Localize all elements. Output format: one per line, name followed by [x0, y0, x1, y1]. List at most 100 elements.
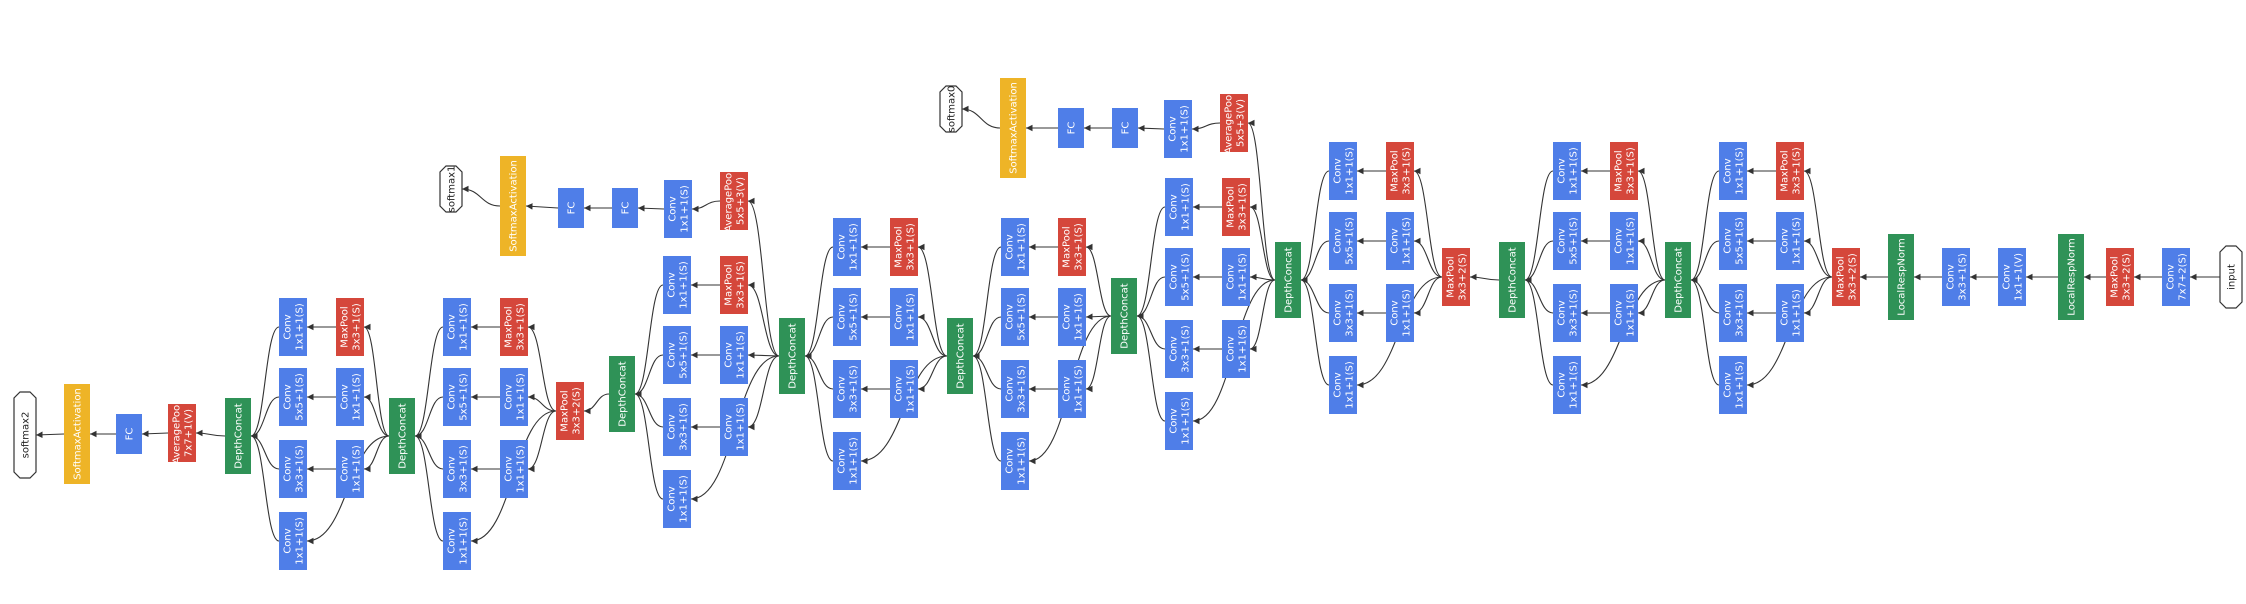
edge-inception-3a-depthconcat-to-inception-3b-conv1x1-reduce-a	[1637, 237, 1666, 281]
inception-5a-conv1x1-proj-box	[443, 298, 471, 356]
inception-5b-conv3x3-box	[279, 440, 307, 498]
inception-5b-conv5x5-label: Conv5x5+1(S)	[283, 373, 306, 421]
edge-inception-4a-conv1x1-proj-to-inception-4a-depthconcat	[1300, 170, 1330, 284]
aux1-avgpool: AveragePool5x5+3(V)	[720, 170, 748, 232]
edge-aux0-avgpool-to-aux0-conv	[1191, 122, 1221, 133]
inception-4c-maxpool3x3-box	[1058, 218, 1086, 276]
inception-5b-conv5x5: Conv5x5+1(S)	[279, 368, 307, 426]
inception-4e-conv3x3-label: Conv3x3+1(S)	[667, 403, 690, 451]
inception-4b-conv1x1-label: Conv1x1+1(S)	[1169, 397, 1192, 445]
inception-4d-depthconcat: DepthConcat	[779, 318, 805, 394]
stem-lrn-2-box	[1888, 234, 1914, 320]
stem-conv-1x1-label: Conv1x1+1(V)	[2002, 253, 2025, 301]
inception-5a-conv5x5-label: Conv5x5+1(S)	[447, 373, 470, 421]
stem-maxpool-1: MaxPool3x3+2(S)	[2106, 248, 2134, 306]
inception-4c-conv1x1-reduce-a: Conv1x1+1(S)	[1058, 288, 1086, 346]
edge-maxpool-4-to-inception-5a-maxpool3x3	[527, 323, 557, 412]
inception-4c-depthconcat: DepthConcat	[947, 318, 973, 394]
inception-5b-maxpool3x3: MaxPool3x3+1(S)	[336, 298, 364, 356]
inception-5b-depthconcat-box	[225, 398, 251, 474]
inception-3a-maxpool3x3-label: MaxPool3x3+1(S)	[1780, 147, 1803, 195]
inception-4c-conv1x1-reduce-b-box	[1058, 360, 1086, 418]
inception-4d-conv1x1-reduce-a-label: Conv1x1+1(S)	[894, 293, 917, 341]
aux0-softmax-activation-label: SoftmaxActivation	[1009, 82, 1020, 174]
aux0-fc-2: FC	[1058, 108, 1084, 148]
inception-4a-conv1x1-proj-label: Conv1x1+1(S)	[1333, 147, 1356, 195]
aux1-fc-1: FC	[612, 188, 638, 228]
inception-4e-conv1x1: Conv1x1+1(S)	[663, 470, 691, 528]
inception-4d-conv5x5: Conv5x5+1(S)	[833, 288, 861, 346]
inception-4d-conv1x1-proj: Conv1x1+1(S)	[833, 218, 861, 276]
inception-4c-conv1x1: Conv1x1+1(S)	[1001, 432, 1029, 490]
edge-final-softmax-activation-to-softmax2	[35, 431, 65, 439]
inception-5b-conv1x1-box	[279, 512, 307, 570]
inception-4b-depthconcat: DepthConcat	[1111, 278, 1137, 354]
edge-inception-4a-depthconcat-to-inception-4b-maxpool3x3	[1249, 203, 1276, 281]
edge-inception-4c-conv1x1-to-inception-4c-depthconcat	[972, 352, 1002, 462]
edge-inception-4d-depthconcat-to-inception-4e-conv1x1-reduce-a	[747, 351, 780, 359]
inception-3b-conv1x1-reduce-b-label: Conv1x1+1(S)	[1614, 289, 1637, 337]
stem-maxpool-2-label: MaxPool3x3+2(S)	[1836, 253, 1859, 301]
softmax1-shape	[439, 165, 463, 213]
inception-4c-conv5x5-label: Conv5x5+1(S)	[1005, 293, 1028, 341]
inception-4e-conv5x5: Conv5x5+1(S)	[663, 326, 691, 384]
softmax0: softmax0	[939, 85, 963, 133]
inception-4d-conv1x1-box	[833, 432, 861, 490]
inception-4b-depthconcat-box	[1111, 278, 1137, 354]
inception-4b-conv5x5-box	[1165, 248, 1193, 306]
input-node-shape	[2219, 245, 2243, 309]
input-node-label: input	[2227, 264, 2238, 290]
aux0-conv-box	[1164, 100, 1192, 158]
edge-inception-5b-conv5x5-to-inception-5b-depthconcat	[250, 396, 280, 440]
inception-4e-conv1x1-reduce-b-label: Conv1x1+1(S)	[724, 403, 747, 451]
edge-inception-4e-conv3x3-to-inception-4e-depthconcat	[634, 390, 664, 428]
stem-conv-1x1-box	[1998, 248, 2026, 306]
maxpool-4-box	[556, 382, 584, 440]
edge-inception-3b-depthconcat-to-maxpool-3	[1469, 273, 1500, 281]
edge-inception-3b-conv1x1-to-inception-3b-depthconcat	[1524, 276, 1554, 386]
edge-inception-4c-conv5x5-to-inception-4c-depthconcat	[972, 316, 1002, 360]
inception-4a-conv5x5-label: Conv5x5+1(S)	[1333, 217, 1356, 265]
inception-4d-conv1x1-reduce-a: Conv1x1+1(S)	[890, 288, 918, 346]
stem-lrn-1-box	[2058, 234, 2084, 320]
inception-3a-conv1x1-box	[1719, 356, 1747, 414]
edge-aux0-conv-to-aux0-fc-1	[1137, 124, 1165, 132]
inception-4c-conv1x1-proj-box	[1001, 218, 1029, 276]
inception-4c-conv3x3-label: Conv3x3+1(S)	[1005, 365, 1028, 413]
edge-inception-4a-conv1x1-to-inception-4a-depthconcat	[1300, 276, 1330, 386]
inception-3a-conv5x5: Conv5x5+1(S)	[1719, 212, 1747, 270]
stem-conv-3x3-label: Conv3x3+1(S)	[1946, 253, 1969, 301]
inception-4b-conv1x1-box	[1165, 392, 1193, 450]
edge-inception-4b-conv1x1-proj-to-inception-4b-depthconcat	[1136, 206, 1166, 320]
inception-5a-conv1x1-reduce-a-label: Conv1x1+1(S)	[504, 373, 527, 421]
inception-4b-conv1x1-proj: Conv1x1+1(S)	[1165, 178, 1193, 236]
inception-5a-conv3x3: Conv3x3+1(S)	[443, 440, 471, 498]
inception-4a-conv3x3: Conv3x3+1(S)	[1329, 284, 1357, 342]
inception-4b-maxpool3x3-label: MaxPool3x3+1(S)	[1226, 183, 1249, 231]
inception-4d-conv1x1-proj-label: Conv1x1+1(S)	[837, 223, 860, 271]
aux1-conv: Conv1x1+1(S)	[664, 180, 692, 238]
edge-inception-4a-depthconcat-to-inception-4b-conv1x1-reduce-b	[1249, 279, 1276, 353]
inception-5b-maxpool3x3-label: MaxPool3x3+1(S)	[340, 303, 363, 351]
softmax2-shape	[13, 391, 37, 479]
inception-4a-conv3x3-label: Conv3x3+1(S)	[1333, 289, 1356, 337]
inception-4d-maxpool3x3: MaxPool3x3+1(S)	[890, 218, 918, 276]
final-avgpool-box	[168, 404, 196, 462]
inception-4a-depthconcat-box	[1275, 242, 1301, 318]
edge-aux0-softmax-activation-to-softmax0	[961, 105, 1001, 129]
inception-3a-conv1x1-reduce-b: Conv1x1+1(S)	[1776, 284, 1804, 342]
aux0-conv: Conv1x1+1(S)	[1164, 100, 1192, 158]
inception-4e-conv1x1-proj: Conv1x1+1(S)	[663, 256, 691, 314]
inception-4d-maxpool3x3-label: MaxPool3x3+1(S)	[894, 223, 917, 271]
inception-5b-conv1x1: Conv1x1+1(S)	[279, 512, 307, 570]
inception-5b-conv1x1-reduce-b: Conv1x1+1(S)	[336, 440, 364, 498]
inception-4b-depthconcat-label: DepthConcat	[1120, 283, 1131, 349]
inception-5b-conv1x1-reduce-a-box	[336, 368, 364, 426]
inception-5b-maxpool3x3-box	[336, 298, 364, 356]
inception-3a-conv3x3: Conv3x3+1(S)	[1719, 284, 1747, 342]
inception-5a-conv1x1-reduce-a-box	[500, 368, 528, 426]
edge-inception-5b-depthconcat-to-final-avgpool	[195, 429, 226, 437]
edge-inception-3a-depthconcat-to-inception-3b-conv1x1-reduce-b	[1637, 279, 1666, 317]
stem-lrn-1: LocalRespNorm	[2058, 234, 2084, 320]
inception-3a-conv1x1-proj-label: Conv1x1+1(S)	[1723, 147, 1746, 195]
